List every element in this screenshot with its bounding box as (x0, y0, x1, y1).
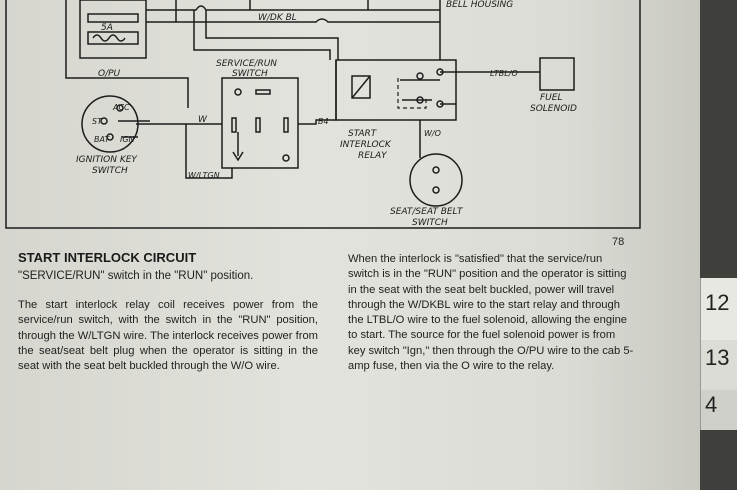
fuel-label-2: SOLENOID (530, 104, 577, 114)
service-run-label-1: SERVICE/RUN (216, 59, 277, 69)
ltblo-label: LTBL/O (490, 69, 518, 78)
tab-13[interactable]: 13 (700, 340, 737, 390)
bat-label: BAT (94, 135, 110, 144)
start-label-3: RELAY (358, 151, 388, 161)
wo-label: W/O (424, 129, 441, 138)
section-tabs: 12 13 4 (700, 0, 737, 490)
seat-label-1: SEAT/SEAT BELT (390, 207, 464, 217)
w-wire-label: W (198, 115, 208, 125)
start-label-1: START (348, 129, 378, 139)
paragraph-right: When the interlock is "satisfied" that t… (348, 253, 634, 373)
tab-14[interactable]: 4 (700, 390, 737, 430)
fuel-label-1: FUEL (540, 93, 562, 103)
ign-label: IGN (120, 135, 135, 144)
wltgn-label: W/LTGN (188, 171, 220, 180)
ignition-label-2: SWITCH (92, 166, 128, 176)
start-label-2: INTERLOCK (340, 140, 392, 150)
wiring-diagram: 5A BELL HOUSING W/DK BL O/PU SERVICE/RUN… (5, 0, 641, 229)
manual-page: 5A BELL HOUSING W/DK BL O/PU SERVICE/RUN… (0, 0, 700, 490)
seat-label-2: SWITCH (412, 218, 448, 228)
bell-housing-label: BELL HOUSING (446, 0, 513, 10)
wdkbl-label: W/DK BL (258, 13, 297, 23)
fuse-label: 5A (101, 23, 113, 33)
service-run-label-2: SWITCH (232, 69, 268, 79)
opu-label: O/PU (98, 69, 121, 79)
paragraph-left: The start interlock relay coil receives … (18, 299, 318, 373)
section-heading: START INTERLOCK CIRCUIT (18, 250, 197, 265)
b4-label: B4 (318, 117, 329, 126)
acc-label: ACC (112, 103, 130, 112)
tab-12[interactable]: 12 (700, 278, 737, 340)
st-label: ST (92, 117, 103, 126)
page-number: 78 (612, 236, 625, 248)
section-subheading: "SERVICE/RUN" switch in the "RUN" positi… (18, 270, 254, 282)
ignition-label-1: IGNITION KEY (76, 155, 138, 165)
